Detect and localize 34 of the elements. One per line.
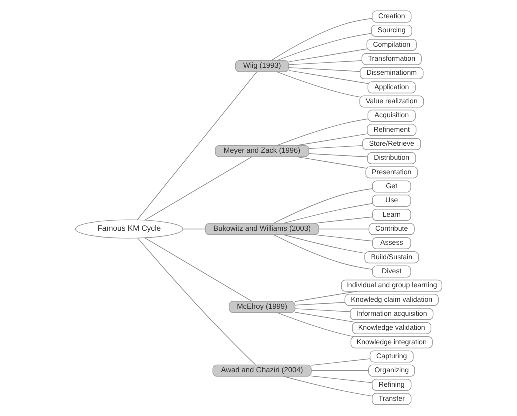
- connector: [308, 154, 368, 158]
- connector: [276, 118, 368, 146]
- connector: [182, 228, 206, 230]
- connector: [294, 308, 350, 312]
- connector: [283, 234, 365, 254]
- connector: [296, 134, 368, 146]
- connector: [283, 203, 373, 224]
- connector: [296, 156, 366, 169]
- connector: [136, 72, 257, 221]
- connector: [310, 370, 369, 372]
- connector: [273, 188, 372, 224]
- connector: [273, 234, 372, 270]
- connector: [137, 238, 256, 366]
- connector: [288, 70, 368, 84]
- connector: [288, 48, 367, 62]
- connector: [308, 145, 363, 150]
- connector: [283, 376, 372, 397]
- connector: [276, 72, 360, 98]
- connector: [314, 216, 373, 224]
- connector: [288, 60, 362, 66]
- connector: [276, 312, 354, 338]
- connector: [270, 18, 372, 61]
- connector: [310, 376, 372, 384]
- connector: [288, 67, 360, 72]
- node-ellipse: Famous KM Cycle: [74, 220, 183, 239]
- connector: [294, 291, 357, 302]
- connector: [310, 358, 370, 366]
- connector: [314, 234, 373, 242]
- connector: [318, 228, 369, 230]
- connector: [144, 238, 252, 302]
- connector: [144, 156, 252, 221]
- connector: [294, 312, 357, 324]
- connector: [276, 33, 372, 61]
- connector: [294, 302, 345, 306]
